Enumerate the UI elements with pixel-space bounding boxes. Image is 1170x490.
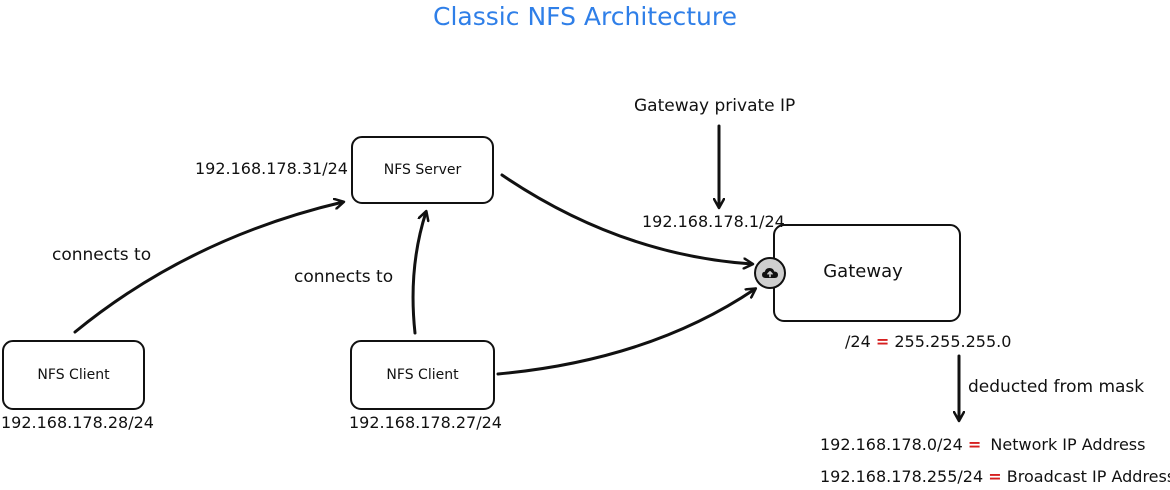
nfs-client-middle-node: NFS Client <box>350 340 495 410</box>
network-equals: = <box>967 435 982 454</box>
connects-to-label-left: connects to <box>52 245 152 265</box>
network-address-line: 192.168.178.0/24 = Network IP Address <box>820 435 1145 454</box>
arrow-client-middle-to-server <box>411 212 426 335</box>
network-label: Network IP Address <box>990 435 1146 454</box>
broadcast-label: Broadcast IP Address <box>1006 467 1170 486</box>
nfs-server-node: NFS Server <box>351 136 494 204</box>
mask-value: 255.255.255.0 <box>894 332 1012 351</box>
arrow-client-left-to-server <box>73 202 343 334</box>
mask-prefix: /24 <box>845 332 871 351</box>
connects-to-label-middle: connects to <box>294 267 394 287</box>
subnet-mask-line: /24 = 255.255.255.0 <box>845 332 1011 351</box>
gateway-label: Gateway <box>823 260 903 282</box>
broadcast-address-line: 192.168.178.255/24 = Broadcast IP Addres… <box>820 467 1170 486</box>
gateway-node: Gateway <box>773 224 961 322</box>
nfs-server-label: NFS Server <box>383 162 462 178</box>
arrow-client-middle-to-gateway <box>496 289 755 376</box>
arrow-server-to-gateway <box>500 173 752 264</box>
client-middle-ip: 192.168.178.27/24 <box>349 413 502 432</box>
server-ip: 192.168.178.31/24 <box>195 159 348 178</box>
client-left-ip: 192.168.178.28/24 <box>1 413 154 432</box>
nfs-client-left-label: NFS Client <box>37 367 110 383</box>
gateway-private-ip-label: Gateway private IP <box>634 96 796 116</box>
diagram-title: Classic NFS Architecture <box>433 2 737 31</box>
broadcast-equals: = <box>988 467 1002 486</box>
nfs-client-left-node: NFS Client <box>2 340 145 410</box>
network-ip: 192.168.178.0/24 <box>820 435 963 454</box>
cloud-upload-icon <box>754 257 786 289</box>
deducted-from-mask-label: deducted from mask <box>968 377 1145 397</box>
mask-equals: = <box>875 332 890 351</box>
gateway-ip: 192.168.178.1/24 <box>642 212 785 231</box>
broadcast-ip: 192.168.178.255/24 <box>820 467 984 486</box>
nfs-client-middle-label: NFS Client <box>386 367 459 383</box>
